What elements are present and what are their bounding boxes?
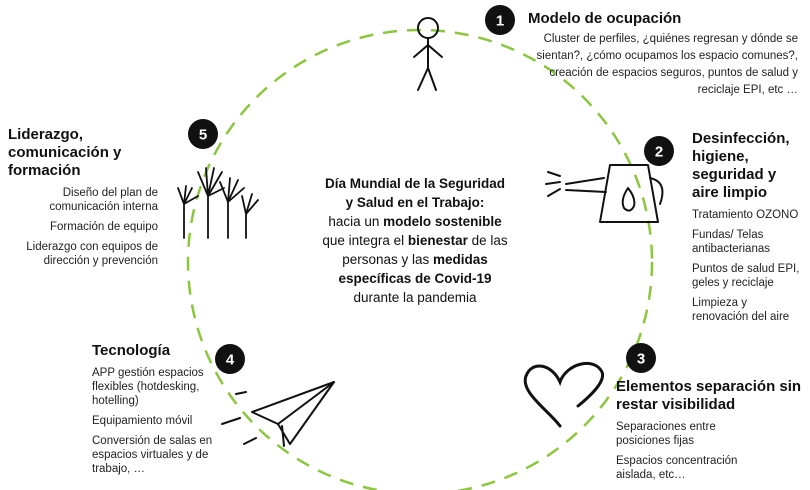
paper-plane-icon	[221, 381, 335, 447]
section-1-item: Cluster de perfiles, ¿quiénes regresan y…	[536, 33, 798, 96]
section-5-item-1: Diseño del plan de comunicación interna	[49, 187, 158, 213]
badge-5-number: 5	[199, 127, 207, 144]
section-5-title: Liderazgo, comunicación y formación	[8, 126, 122, 179]
section-2-item-4: Limpieza y renovación del aire	[692, 297, 790, 323]
section-3-title: Elementos separación sin restar visibili…	[616, 378, 802, 413]
stick-figure-icon	[413, 17, 443, 91]
section-4-item-2: Equipamiento móvil	[92, 415, 193, 427]
center-body-part: que integra el	[322, 233, 408, 248]
center-body-part: de las personas y las	[342, 233, 508, 267]
section-5-items: Diseño del plan de comunicación interna …	[8, 186, 158, 268]
section-5: Liderazgo, comunicación y formación Dise…	[8, 126, 158, 268]
center-body: hacia un modelo sostenible que integra e…	[322, 212, 508, 307]
section-1-title: Modelo de ocupación	[528, 10, 682, 27]
section-5-item-2: Formación de equipo	[49, 221, 158, 233]
section-3-item-1: Separaciones entre posiciones fijas	[616, 421, 716, 447]
section-4: Tecnología APP gestión espacios flexible…	[92, 342, 222, 476]
section-1: Modelo de ocupación Cluster de perfiles,…	[528, 10, 798, 99]
raised-hands-icon	[177, 167, 259, 239]
badge-1-number: 1	[496, 13, 504, 30]
section-3-item-2: Espacios concentración aislada, etc…	[616, 455, 738, 481]
badge-4: 4	[215, 344, 245, 374]
center-heading: Día Mundial de la Seguridad y Salud en e…	[324, 176, 506, 210]
section-2: Desinfección, higiene, seguridad y aire …	[692, 130, 804, 324]
center-body-part: modelo sostenible	[383, 214, 502, 229]
cycle-circle	[186, 28, 654, 490]
section-2-item-3: Puntos de salud EPI, geles y reciclaje	[692, 263, 800, 289]
badge-1: 1	[485, 5, 515, 35]
watering-can-icon	[545, 164, 664, 223]
section-2-item-1: Tratamiento OZONO	[692, 209, 799, 221]
heart-icon	[523, 361, 605, 428]
badge-2-number: 2	[655, 144, 663, 161]
section-2-title: Desinfección, higiene, seguridad y aire …	[692, 130, 790, 201]
badge-4-number: 4	[226, 352, 235, 369]
center-body-part: hacia un	[328, 214, 384, 229]
section-5-item-3: Liderazgo con equipos de dirección y pre…	[26, 241, 158, 267]
badge-3-number: 3	[637, 351, 645, 368]
badge-5: 5	[188, 119, 218, 149]
badge-3: 3	[626, 343, 656, 373]
center-statement: Día Mundial de la Seguridad y Salud en e…	[322, 174, 508, 307]
section-4-item-1: APP gestión espacios flexibles (hotdeski…	[92, 367, 204, 407]
badge-2: 2	[644, 136, 674, 166]
section-2-item-2: Fundas/ Telas antibacterianas	[692, 229, 770, 255]
center-body-part: durante la pandemia	[353, 290, 477, 305]
section-3: Elementos separación sin restar visibili…	[616, 378, 806, 482]
section-4-title: Tecnología	[92, 342, 171, 359]
center-body-part: bienestar	[407, 233, 468, 248]
center-body-part: medidas específicas de Covid-19	[338, 252, 492, 286]
section-4-item-3: Conversión de salas en espacios virtuale…	[92, 435, 213, 475]
